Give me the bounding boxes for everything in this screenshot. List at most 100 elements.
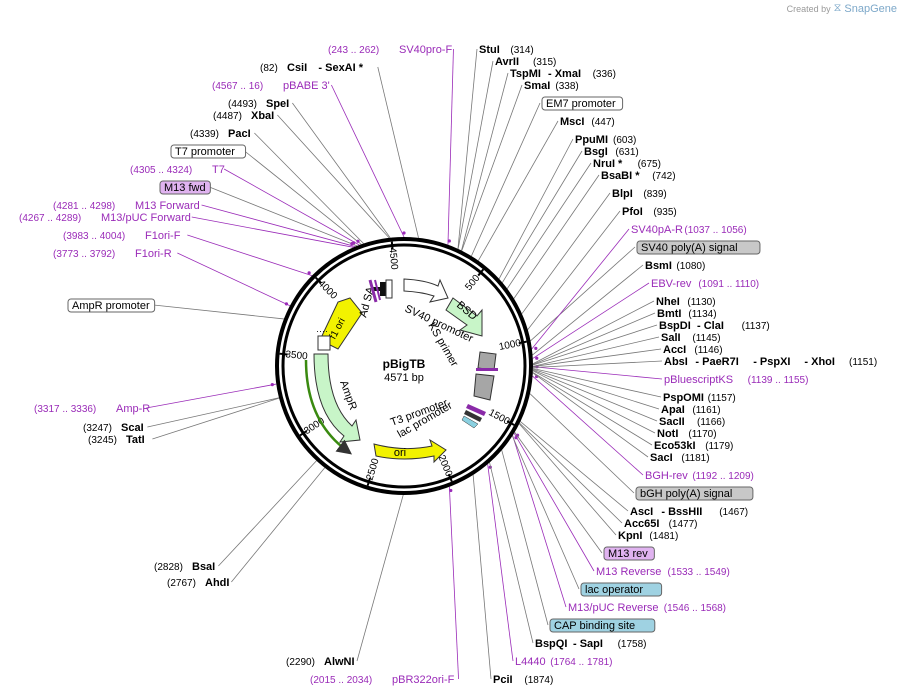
label-text: (82) bbox=[260, 63, 278, 74]
label-csii-sexai[interactable]: (82)CsiI- SexAI * bbox=[260, 62, 364, 74]
label-sv40pro-f[interactable]: (243 .. 262)SV40pro-F bbox=[328, 44, 452, 56]
leader-line bbox=[457, 60, 494, 249]
label-ppumi[interactable]: PpuMI(603) bbox=[575, 134, 636, 146]
label-bgh-rev[interactable]: BGH-rev(1192 .. 1209) bbox=[645, 470, 754, 482]
label-f1ori-f[interactable]: (3983 .. 4004)F1ori-F bbox=[63, 230, 181, 242]
leader-line bbox=[146, 383, 277, 409]
label-text: L4440 bbox=[515, 656, 546, 668]
label-bmti[interactable]: BmtI(1134) bbox=[657, 308, 717, 320]
label-tati[interactable]: (3245)TatI bbox=[88, 434, 145, 446]
label-em7-promoter[interactable]: EM7 promoter bbox=[541, 96, 624, 111]
label-acci[interactable]: AccI(1146) bbox=[663, 344, 723, 356]
label-f1ori-r[interactable]: (3773 .. 3792) F1ori-R bbox=[53, 248, 172, 260]
label-sv40-polya[interactable]: SV40 poly(A) signal bbox=[636, 240, 761, 255]
label-sali[interactable]: SalI(1145) bbox=[661, 332, 721, 344]
label-tspmi-xmai[interactable]: TspMI- XmaI(336) bbox=[510, 68, 616, 80]
label-text: (1037 .. 1056) bbox=[684, 225, 746, 236]
label-bsabi[interactable]: BsaBI *(742) bbox=[601, 170, 676, 182]
label-msci[interactable]: MscI(447) bbox=[560, 116, 615, 128]
leader-line bbox=[254, 132, 364, 244]
label-pbluescriptks[interactable]: pBluescriptKS(1139 .. 1155) bbox=[664, 374, 808, 386]
label-xbai[interactable]: (4487)XbaI bbox=[213, 110, 274, 122]
label-text: pBR322ori-F bbox=[392, 674, 455, 686]
leader-line bbox=[231, 467, 326, 583]
label-pbr322ori-f[interactable]: (2015 .. 2034)pBR322ori-F bbox=[310, 674, 455, 686]
label-lac-operator[interactable]: lac operator bbox=[580, 582, 663, 597]
label-text: (1179) bbox=[705, 441, 733, 452]
label-bgh-polya[interactable]: bGH poly(A) signal bbox=[635, 486, 754, 501]
label-bspqi-sapi[interactable]: BspQI- SapI(1758) bbox=[535, 638, 647, 650]
label-noti[interactable]: NotI(1170) bbox=[657, 428, 717, 440]
label-apai[interactable]: ApaI(1161) bbox=[661, 404, 721, 416]
label-t7[interactable]: (4305 .. 4324)T7 bbox=[130, 164, 225, 176]
leader-line bbox=[532, 300, 655, 365]
label-text: AscI bbox=[630, 506, 653, 518]
label-text: (3773 .. 3792) bbox=[53, 249, 115, 260]
label-bsgi[interactable]: BsgI(631) bbox=[584, 146, 639, 158]
label-m13-fwd[interactable]: M13 fwd bbox=[159, 180, 211, 195]
label-text: (243 .. 262) bbox=[328, 45, 379, 56]
label-t7-promoter[interactable]: T7 promoter bbox=[170, 144, 247, 159]
svg-text:····: ···· bbox=[316, 326, 328, 336]
feature-box-text: M13 rev bbox=[608, 548, 648, 560]
label-stui[interactable]: StuI(314) bbox=[479, 44, 534, 56]
leader-line bbox=[177, 252, 291, 307]
label-text: (4267 .. 4289) bbox=[19, 213, 81, 224]
label-bsmi[interactable]: BsmI(1080) bbox=[645, 260, 705, 272]
leader-line bbox=[530, 246, 636, 342]
label-ahdi[interactable]: (2767)AhdI bbox=[167, 577, 229, 589]
tick-mark bbox=[518, 340, 527, 345]
label-nrui[interactable]: NruI *(675) bbox=[593, 158, 661, 170]
label-pfoi[interactable]: PfoI(935) bbox=[622, 206, 677, 218]
label-m13puc-forward[interactable]: (4267 .. 4289)M13/pUC Forward bbox=[19, 212, 191, 224]
label-text: SpeI bbox=[266, 98, 289, 110]
label-absi-xhoi[interactable]: AbsI- PaeR7I- PspXI- XhoI(1151) bbox=[664, 356, 877, 368]
leader-line bbox=[223, 168, 360, 246]
label-eco53ki[interactable]: Eco53kI(1179) bbox=[654, 440, 733, 452]
label-alwni[interactable]: (2290)AlwNI bbox=[286, 656, 355, 668]
label-amp-r[interactable]: (3317 .. 3336)Amp-R bbox=[34, 403, 150, 415]
label-blpi[interactable]: BlpI(839) bbox=[612, 188, 667, 200]
label-acc65i[interactable]: Acc65I(1477) bbox=[624, 518, 698, 530]
label-text: ApaI bbox=[661, 404, 685, 416]
label-text: T7 bbox=[212, 164, 225, 176]
label-nhei[interactable]: NheI(1130) bbox=[656, 296, 716, 308]
label-m13puc-reverse[interactable]: M13/pUC Reverse(1546 .. 1568) bbox=[568, 602, 726, 614]
leader-line bbox=[513, 432, 595, 572]
label-asci-bsshii[interactable]: AscI- BssHII(1467) bbox=[630, 506, 748, 518]
label-ampr-promoter[interactable]: AmpR promoter bbox=[67, 298, 156, 313]
label-text: (1166) bbox=[697, 417, 725, 428]
label-smai[interactable]: SmaI(338) bbox=[524, 80, 579, 92]
label-pspomi[interactable]: PspOMI(1157) bbox=[663, 392, 736, 404]
feature-ori[interactable]: ori bbox=[373, 438, 447, 464]
plasmid-backbone bbox=[275, 237, 533, 495]
label-text: (631) bbox=[615, 147, 638, 158]
label-avrii[interactable]: AvrII(315) bbox=[495, 56, 556, 68]
label-text: F1ori-R bbox=[135, 248, 172, 260]
label-m13-rev[interactable]: M13 rev bbox=[603, 546, 655, 561]
leader-line bbox=[487, 464, 514, 662]
label-spei[interactable]: (4493)SpeI bbox=[228, 98, 289, 110]
label-l4440[interactable]: L4440 (1764 .. 1781) bbox=[515, 656, 613, 668]
label-paci[interactable]: (4339)PacI bbox=[190, 128, 251, 140]
label-text: PacI bbox=[228, 128, 251, 140]
label-m13-forward[interactable]: (4281 .. 4298)M13 Forward bbox=[53, 200, 200, 212]
label-sacii[interactable]: SacII(1166) bbox=[659, 416, 725, 428]
label-kpni[interactable]: KpnI(1481) bbox=[618, 530, 678, 542]
label-text: (1764 .. 1781) bbox=[550, 657, 612, 668]
feature-box-text: AmpR promoter bbox=[72, 300, 150, 312]
label-text: Acc65I bbox=[624, 518, 659, 530]
label-bsai[interactable]: (2828)BsaI bbox=[154, 561, 215, 573]
label-scai[interactable]: (3247)ScaI bbox=[83, 422, 144, 434]
label-cap-binding-site[interactable]: CAP binding site bbox=[549, 618, 656, 633]
label-pcii[interactable]: PciI(1874) bbox=[493, 674, 553, 686]
label-ebv-rev[interactable]: EBV-rev(1091 .. 1110) bbox=[651, 278, 759, 290]
label-sv40pa-r[interactable]: SV40pA-R(1037 .. 1056) bbox=[631, 224, 747, 236]
label-m13-reverse[interactable]: M13 Reverse(1533 .. 1549) bbox=[596, 566, 730, 578]
label-text: (1134) bbox=[688, 309, 716, 320]
label-saci[interactable]: SacI(1181) bbox=[650, 452, 710, 464]
label-bspdi-clai[interactable]: BspDI- ClaI(1137) bbox=[659, 320, 770, 332]
leader-line bbox=[461, 72, 509, 251]
leader-line bbox=[532, 336, 660, 367]
label-pbabe3[interactable]: (4567 .. 16)pBABE 3' bbox=[212, 80, 330, 92]
